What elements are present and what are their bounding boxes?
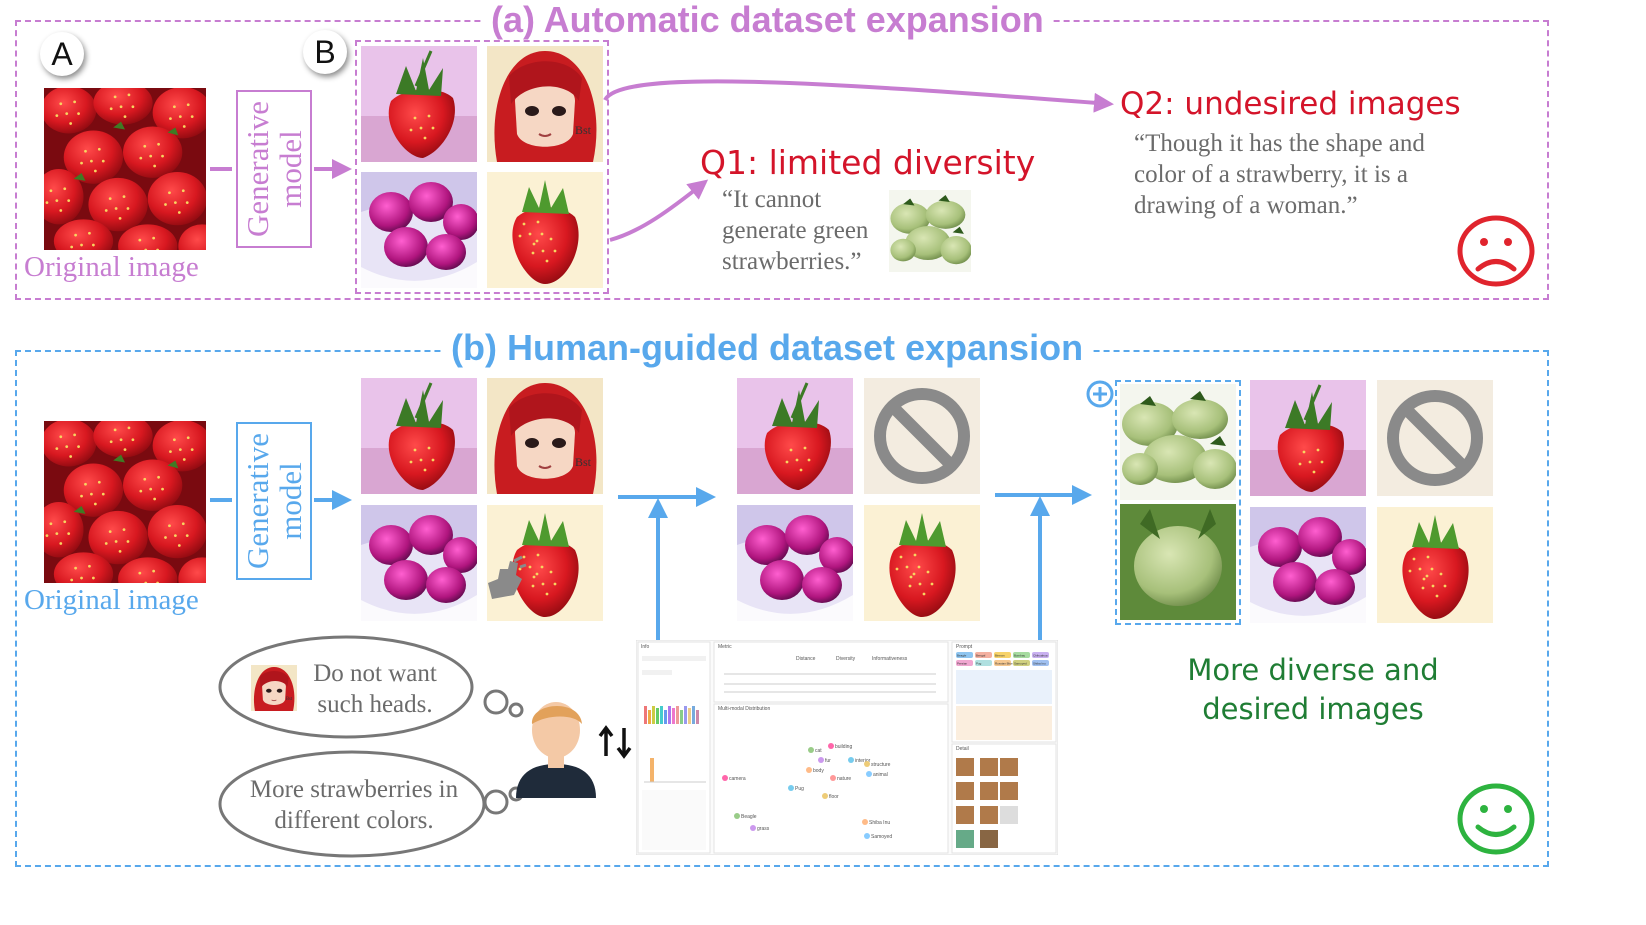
- tool-scatter-label: cat: [815, 748, 822, 754]
- tool-prompt-tag-label: Birman: [995, 654, 1005, 658]
- tool-scatter-label: camera: [729, 776, 746, 782]
- tool-scatter-label: structure: [871, 762, 891, 768]
- tool-scatter-label: floor: [829, 794, 839, 800]
- tool-prompt-tag[interactable]: [975, 652, 992, 658]
- tool-prompt-tag-label: Bombay: [1014, 654, 1026, 658]
- tool-scatter-label: body: [813, 768, 824, 774]
- tool-prompt-tag-label: Persian: [957, 662, 968, 666]
- tool-scatter-label: grass: [757, 826, 770, 832]
- tool-scatter-label: Beagle: [741, 814, 757, 820]
- tool-prompt-tags: Beagle Bengal Birman Bombay ChihuahuaPersian…: [956, 652, 1049, 666]
- tool-scatter-dot: [862, 819, 868, 825]
- tool-metric-diversity: Diversity: [836, 656, 856, 662]
- original-image-label-a: Original image: [24, 251, 199, 283]
- tool-prompt-tag-label: Shiba Inu: [1033, 662, 1046, 666]
- tool-prompt-tag[interactable]: [1032, 660, 1049, 666]
- tool-scatter-label: Pug: [795, 786, 804, 792]
- tool-prompt-tag-label: Bengal: [976, 654, 986, 658]
- user-avatar-icon: [516, 702, 596, 798]
- tool-prompt-tag[interactable]: [956, 660, 973, 666]
- tool-prompt-tag[interactable]: [1032, 652, 1049, 658]
- tool-prompt-tag[interactable]: [1013, 652, 1030, 658]
- generative-model-box-a: Generative model: [236, 90, 312, 248]
- added-images-group: [1115, 380, 1241, 625]
- tool-scatter-dot: [788, 785, 794, 791]
- arrow-to-q2: [603, 79, 1114, 113]
- tool-prompt-title: Prompt: [956, 644, 973, 650]
- interaction-swap-icon: [598, 725, 632, 759]
- generated-group-a: [355, 40, 609, 294]
- q2-title: Q2: undesired images: [1120, 86, 1461, 122]
- tool-scatter-dot: [830, 775, 836, 781]
- tool-scatter-label: Samoyed: [871, 834, 892, 840]
- panel-b-title: (b) Human-guided dataset expansion: [443, 328, 1092, 368]
- tool-info-title: Info: [641, 644, 650, 650]
- thought-cloud-1: [218, 635, 524, 739]
- result-text: More diverse and desired images: [1187, 653, 1439, 726]
- tool-scatter-label: Shiba Inu: [869, 820, 890, 826]
- tool-metric-informativeness: Informativeness: [872, 656, 908, 662]
- q1-quote: “It cannot generate green strawberries.”: [722, 186, 869, 275]
- tool-scatter-dot: [864, 761, 870, 767]
- tool-scatter-dot: [866, 771, 872, 777]
- tool-scatter-dot: [864, 833, 870, 839]
- cloud-1-text: Do not want such heads.: [313, 660, 437, 718]
- pointer-hand-icon: [488, 555, 527, 599]
- tool-detail-title: Detail: [956, 746, 969, 752]
- tool-scatter-dot: [750, 825, 756, 831]
- tool-prompt-tag[interactable]: [956, 652, 973, 658]
- tool-prompt-tag-label: Samoyed: [1014, 662, 1027, 666]
- panel-a-title: (a) Automatic dataset expansion: [483, 0, 1052, 40]
- sad-face-icon: [1457, 215, 1535, 287]
- tool-metric-title: Metric: [718, 644, 732, 650]
- generative-model-box-b: Generative model: [236, 422, 312, 580]
- cloud-anime-thumbnail: [251, 665, 297, 711]
- tool-prompt-tag[interactable]: [975, 660, 992, 666]
- original-image-label-b: Original image: [24, 584, 199, 616]
- tool-scatter-dot: [818, 757, 824, 763]
- tool-scatter-dot: [848, 757, 854, 763]
- q1-title: Q1: limited diversity: [700, 143, 1036, 182]
- tool-prompt-tag-label: Chihuahua: [1033, 654, 1048, 658]
- tool-prompt-tag[interactable]: [994, 652, 1011, 658]
- tool-prompt-tag-label: Pug: [976, 662, 982, 666]
- arrow-to-q1: [609, 179, 709, 242]
- badge-a: A: [40, 32, 84, 76]
- tool-scatter-dot: [822, 793, 828, 799]
- q2-quote: “Though it has the shape and color of a …: [1134, 130, 1425, 219]
- tool-scatter-label: nature: [837, 776, 851, 782]
- plus-circle-icon: [1086, 380, 1114, 408]
- tool-scatter-dot: [806, 767, 812, 773]
- tool-scatter-dot: [808, 747, 814, 753]
- tool-metric-distance: Distance: [796, 656, 816, 662]
- tool-distribution-title: Multi-modal Distribution: [718, 706, 770, 712]
- cloud-2-text: More strawberries in different colors.: [249, 776, 459, 834]
- tool-scatter-dot: [828, 743, 834, 749]
- tool-prompt-tag[interactable]: [994, 660, 1011, 666]
- tool-scatter-label: animal: [873, 772, 888, 778]
- tool-prompt-tag[interactable]: [1013, 660, 1030, 666]
- tool-prompt-tag-label: Russian Blue: [995, 662, 1013, 666]
- happy-face-icon: [1457, 783, 1535, 855]
- tool-scatter-label: building: [835, 744, 852, 750]
- thought-cloud-2: [218, 750, 524, 858]
- tool-scatter-label: fur: [825, 758, 831, 764]
- tool-scatter-dot: [734, 813, 740, 819]
- tool-interface-screenshot: Info Metric Distance Diversity Informati…: [636, 640, 1058, 855]
- tool-prompt-tag-label: Beagle: [957, 654, 967, 658]
- tool-scatter-dot: [722, 775, 728, 781]
- tool-scatter-label: interior: [855, 758, 871, 764]
- badge-b: B: [303, 30, 347, 74]
